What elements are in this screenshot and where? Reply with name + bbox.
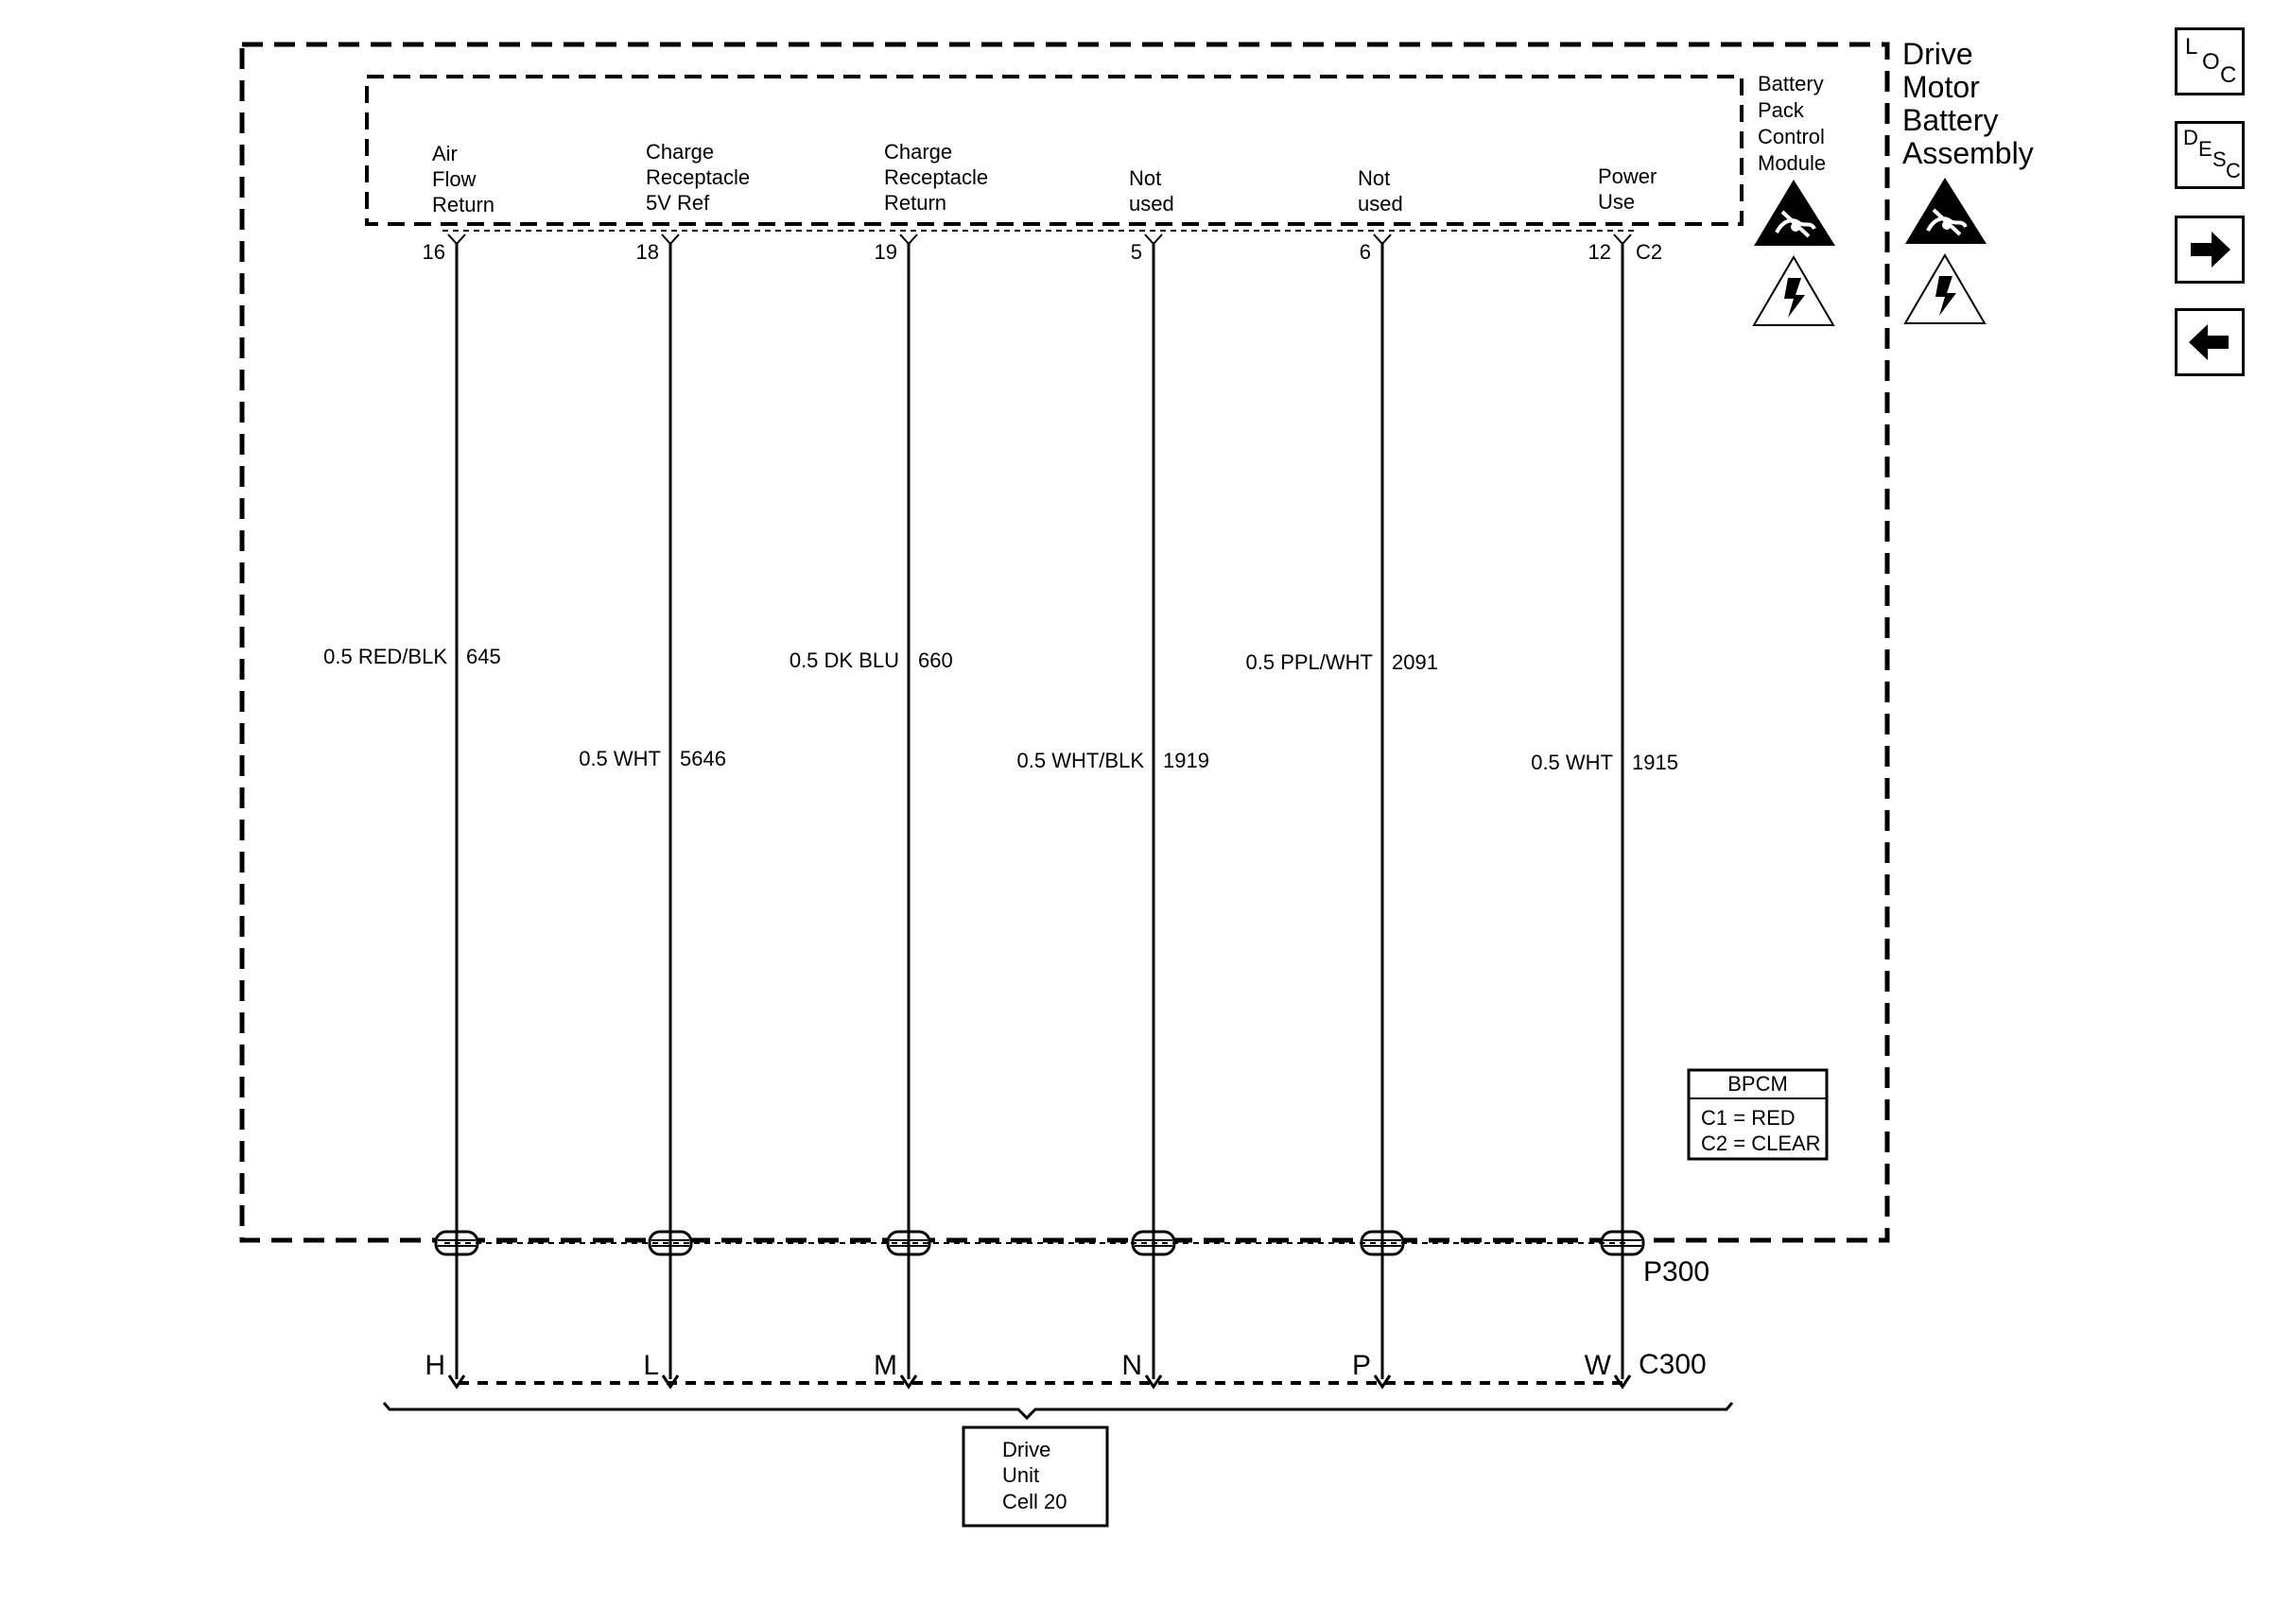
wire-color-label: 0.5 WHT [579,747,661,770]
harness-terminal-arrow [1144,1374,1163,1390]
legend-box [1687,1068,1829,1161]
wire-color-label: 0.5 RED/BLK [323,645,447,668]
destination-box [962,1425,1109,1528]
module-boundary [365,75,1744,226]
loc-letter-o: O [2202,49,2220,75]
pin-number: 19 [875,240,897,264]
pin-number: 5 [1131,240,1142,264]
esd-sensitive-icon [1754,180,1835,246]
inline-connector-terminal [886,1230,931,1256]
wire-color-label: 0.5 DK BLU [789,648,899,672]
destination-bracket [382,1402,1734,1421]
inline-connector-label: P300 [1643,1256,1709,1287]
desc-letter-e: E [2198,137,2212,161]
location-button[interactable]: L O C [2175,27,2245,95]
loc-letter-l: L [2185,34,2198,60]
circuit-number-label: 5646 [680,747,726,770]
harness-terminal-arrow [661,1374,680,1390]
inline-connector-terminal [648,1230,693,1256]
assembly-title: Drive Motor Battery Assembly [1902,37,2034,170]
pin-number: 18 [636,240,659,264]
circuit-number-label: 1915 [1632,751,1678,774]
legend-title: BPCM [1727,1072,1788,1096]
legend-line-c2: C2 = CLEAR [1701,1132,1821,1155]
harness-terminal-arrow [1613,1374,1632,1390]
circuit-number-label: 2091 [1392,650,1438,674]
cavity-label: M [874,1350,897,1381]
previous-page-button[interactable] [2175,308,2245,376]
module-connector-label: C2 [1636,240,1662,264]
harness-connector-label: C300 [1639,1349,1707,1380]
cavity-label: L [643,1350,659,1381]
description-button[interactable]: D E S C [2175,121,2245,189]
cavity-label: N [1121,1350,1142,1381]
esd-sensitive-icon [1905,178,1987,244]
wire-color-label: 0.5 WHT [1531,751,1613,774]
loc-letter-c: C [2220,62,2237,88]
wire-color-label: 0.5 WHT/BLK [1017,749,1145,772]
module-title: Battery Pack Control Module [1758,72,1831,175]
desc-letter-c: C [2226,159,2241,182]
cavity-label: H [425,1350,445,1381]
cavity-label: P [1352,1350,1371,1381]
harness-terminal-arrow [899,1374,918,1390]
circuit-number-label: 660 [918,648,953,672]
desc-letter-s: S [2212,147,2227,171]
wire-color-label: 0.5 PPL/WHT [1246,650,1373,674]
high-voltage-icon [1903,253,1987,324]
cavity-label: W [1585,1350,1612,1381]
next-page-button[interactable] [2175,216,2245,284]
circuit-number-label: 1919 [1163,749,1209,772]
pin-number: 16 [423,240,445,264]
harness-terminal-arrow [447,1374,466,1390]
pin-number: 12 [1588,240,1611,264]
arrow-right-icon [2191,232,2230,268]
desc-letter-d: D [2183,126,2198,149]
assembly-boundary [239,42,1890,1243]
arrow-left-icon [2189,324,2229,360]
circuit-number-label: 645 [466,645,501,668]
legend-line-c1: C1 = RED [1701,1106,1796,1130]
destination-label: Drive Unit Cell 20 [1002,1438,1067,1513]
harness-terminal-arrow [1373,1374,1392,1390]
pin-number: 6 [1360,240,1371,264]
high-voltage-icon [1752,255,1835,326]
